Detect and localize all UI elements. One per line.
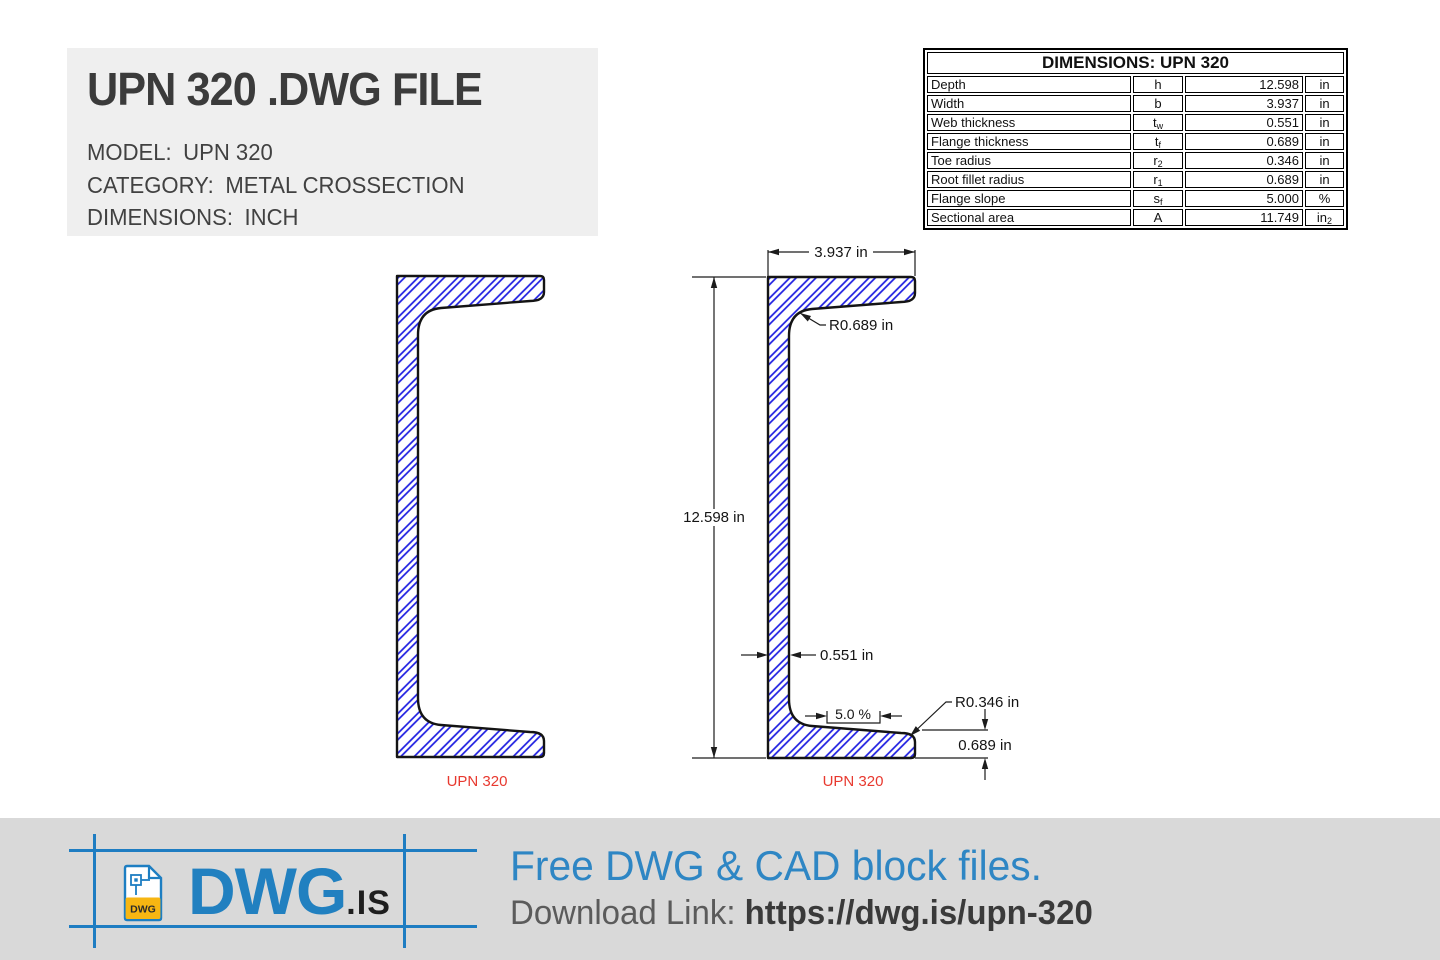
flange-slope-text: 5.0 %: [835, 706, 871, 722]
row-unit: in: [1305, 95, 1344, 112]
download-url[interactable]: https://dwg.is/upn-320: [744, 894, 1093, 932]
row-symbol: tf: [1133, 133, 1183, 150]
web-thickness-text: 0.551 in: [820, 647, 873, 664]
row-value: 0.689: [1185, 133, 1303, 150]
table-row: Flange slope sf 5.000 %: [927, 190, 1344, 207]
download-label: Download Link:: [510, 894, 745, 932]
model-value: UPN 320: [183, 139, 273, 165]
web-thickness-dimension: 0.551 in: [741, 647, 873, 664]
logo-wordmark: DWG.IS: [188, 858, 391, 924]
table-row: Sectional area A 11.749 in2: [927, 209, 1344, 226]
row-unit: in: [1305, 76, 1344, 93]
row-unit: in: [1305, 114, 1344, 131]
row-unit: in: [1305, 152, 1344, 169]
flange-slope-dimension: 5.0 %: [805, 706, 902, 724]
row-label: Web thickness: [927, 114, 1131, 131]
channel-section-shape: [766, 275, 917, 760]
row-unit: in2: [1305, 209, 1344, 226]
row-symbol: h: [1133, 76, 1183, 93]
flange-thickness-dimension: 0.689 in: [915, 709, 1012, 780]
download-line: Download Link: https://dwg.is/upn-320: [510, 894, 1093, 933]
row-label: Sectional area: [927, 209, 1131, 226]
row-label: Root fillet radius: [927, 171, 1131, 188]
row-label: Flange thickness: [927, 133, 1131, 150]
dimensions-table: DIMENSIONS: UPN 320 Depth h 12.598 in Wi…: [923, 48, 1348, 230]
table-title: DIMENSIONS: UPN 320: [927, 52, 1344, 74]
dimensions-label: DIMENSIONS:: [87, 204, 233, 230]
flange-thickness-text: 0.689 in: [958, 737, 1011, 754]
channel-section-shape: [395, 274, 546, 759]
category-line: CATEGORY: METAL CROSSECTION: [87, 169, 578, 202]
file-meta: MODEL: UPN 320 CATEGORY: METAL CROSSECTION…: [87, 136, 598, 234]
category-label: CATEGORY:: [87, 171, 214, 198]
table-row: Web thickness tw 0.551 in: [927, 114, 1344, 131]
crop-line-right: [403, 834, 406, 948]
row-value: 12.598: [1185, 76, 1303, 93]
dwg-file-icon: DWG: [123, 864, 163, 922]
row-unit: in: [1305, 171, 1344, 188]
model-line: MODEL: UPN 320: [87, 136, 578, 169]
row-symbol: sf: [1133, 190, 1183, 207]
drawing-label: UPN 320: [447, 773, 508, 790]
upn-profile-drawing-dimensioned: 3.937 in 12.598 in R0.689 in 0.551 in: [677, 244, 1019, 790]
row-value: 11.749: [1185, 209, 1303, 226]
row-symbol: r2: [1133, 152, 1183, 169]
footer: DWG DWG.IS Free DWG & CAD block files. D…: [0, 818, 1440, 960]
width-dimension: 3.937 in: [767, 244, 916, 276]
logo-main-text: DWG: [188, 854, 347, 928]
table-row: Flange thickness tf 0.689 in: [927, 133, 1344, 150]
row-unit: in: [1305, 133, 1344, 150]
row-symbol: r1: [1133, 171, 1183, 188]
root-radius-text: R0.689 in: [829, 317, 893, 334]
row-label: Toe radius: [927, 152, 1131, 169]
footer-tagline: Free DWG & CAD block files.: [510, 842, 1042, 889]
row-label: Depth: [927, 76, 1131, 93]
table-row: Width b 3.937 in: [927, 95, 1344, 112]
table-row: Toe radius r2 0.346 in: [927, 152, 1344, 169]
toe-radius-text: R0.346 in: [955, 694, 1019, 711]
dimensions-line: DIMENSIONS: INCH: [87, 201, 578, 234]
dwg-is-logo: DWG DWG.IS: [123, 858, 391, 924]
page-title: UPN 320 .DWG FILE: [87, 63, 483, 115]
logo-suffix-text: .IS: [346, 884, 391, 922]
width-dim-text: 3.937 in: [814, 244, 867, 261]
row-value: 0.346: [1185, 152, 1303, 169]
row-symbol: tw: [1133, 114, 1183, 131]
model-label: MODEL:: [87, 139, 172, 165]
row-label: Flange slope: [927, 190, 1131, 207]
dimensions-value: INCH: [244, 204, 299, 230]
crop-line-left: [93, 834, 96, 948]
row-value: 3.937: [1185, 95, 1303, 112]
title-box: UPN 320 .DWG FILE MODEL: UPN 320 CATEGORY…: [67, 48, 598, 236]
row-value: 0.689: [1185, 171, 1303, 188]
root-radius-leader: R0.689 in: [799, 312, 893, 334]
row-value: 5.000: [1185, 190, 1303, 207]
height-dim-text: 12.598 in: [683, 509, 745, 526]
row-label: Width: [927, 95, 1131, 112]
row-symbol: A: [1133, 209, 1183, 226]
upn-profile-drawing-plain: UPN 320: [395, 274, 546, 790]
table-row: Root fillet radius r1 0.689 in: [927, 171, 1344, 188]
height-dimension: 12.598 in: [677, 276, 766, 759]
category-value: METAL CROSSECTION: [225, 171, 465, 198]
crop-line-bottom: [69, 925, 477, 928]
row-value: 0.551: [1185, 114, 1303, 131]
dwg-badge-text: DWG: [130, 904, 156, 916]
crop-line-top: [69, 849, 477, 852]
table-row: Depth h 12.598 in: [927, 76, 1344, 93]
drawing-label: UPN 320: [823, 773, 884, 790]
toe-radius-leader: R0.346 in: [909, 694, 1019, 737]
row-unit: %: [1305, 190, 1344, 207]
row-symbol: b: [1133, 95, 1183, 112]
